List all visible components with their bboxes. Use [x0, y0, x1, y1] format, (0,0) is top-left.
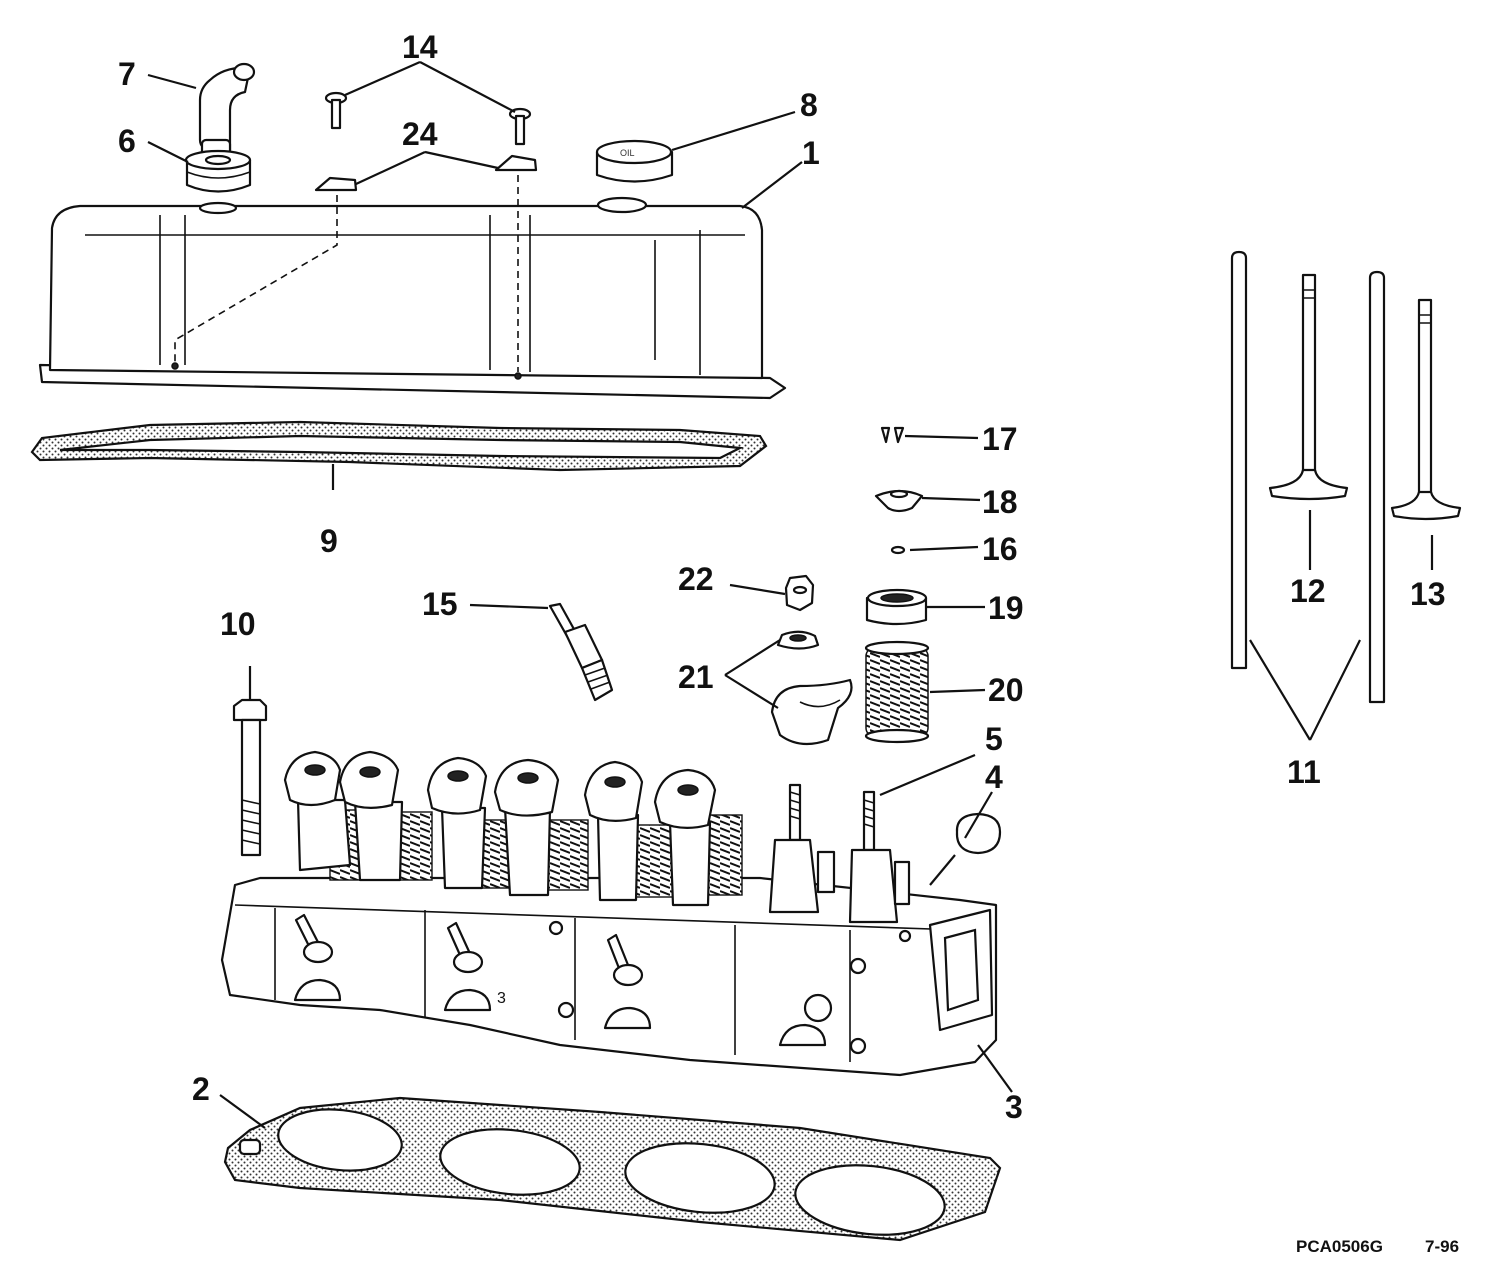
expansion-plug — [955, 812, 1002, 855]
callout-11: 11 — [1287, 754, 1321, 790]
leader-lines — [147, 60, 1434, 1129]
callout-5: 5 — [985, 721, 1003, 757]
callout-7: 7 — [118, 56, 136, 92]
figure-code: PCA0506G — [1296, 1237, 1383, 1256]
rocker-cover — [38, 196, 787, 400]
callout-2: 2 — [192, 1071, 210, 1107]
callout-8: 8 — [800, 87, 818, 123]
valve-stem-seal — [865, 588, 928, 626]
cylinder-head: 3 — [220, 876, 998, 1077]
rocker-arm-assembly — [770, 630, 853, 746]
intake-valve — [1268, 273, 1349, 501]
callout-18: 18 — [982, 484, 1018, 520]
callout-1: 1 — [802, 135, 820, 171]
callout-21: 21 — [678, 659, 714, 695]
valve-keys — [880, 426, 905, 444]
callout-numbers: 1 2 3 4 5 6 7 8 9 10 11 12 13 14 15 16 1… — [118, 29, 1446, 1125]
rocker-pedestal-2 — [338, 750, 433, 882]
oil-fill-cap: OIL — [595, 139, 674, 183]
callout-10: 10 — [220, 606, 256, 642]
callout-6: 6 — [118, 123, 136, 159]
callout-12: 12 — [1290, 573, 1326, 609]
callout-17: 17 — [982, 421, 1018, 457]
rocker-studs — [768, 783, 911, 924]
callout-22: 22 — [678, 561, 714, 597]
push-rods — [1230, 250, 1386, 704]
figure-date: 7-96 — [1425, 1237, 1459, 1256]
callout-20: 20 — [988, 672, 1024, 708]
oil-cap-text: OIL — [620, 148, 635, 158]
callout-9: 9 — [320, 523, 338, 559]
cover-screws — [324, 91, 532, 146]
rocker-nut — [784, 574, 815, 612]
rocker-arms-on-head — [283, 750, 911, 924]
callout-13: 13 — [1410, 576, 1446, 612]
spark-plug — [548, 602, 614, 702]
valve-spring — [864, 640, 930, 744]
exhaust-valve — [1390, 298, 1462, 521]
callout-24: 24 — [402, 116, 438, 152]
grommet — [184, 149, 252, 193]
rocker-pedestal-6 — [653, 768, 743, 907]
clip-dash-line-left — [174, 195, 338, 362]
valve-o-ring — [890, 545, 906, 555]
head-gasket — [223, 1096, 1002, 1242]
head-bolt — [232, 698, 268, 857]
spring-retainer — [874, 489, 924, 513]
rocker-pedestal-5 — [583, 760, 674, 902]
callout-4: 4 — [985, 759, 1003, 795]
callout-15: 15 — [422, 586, 458, 622]
casting-mark: 3 — [497, 990, 506, 1007]
cover-gasket-opening — [59, 434, 744, 460]
callout-14: 14 — [402, 29, 438, 65]
callout-3: 3 — [1005, 1089, 1023, 1125]
rocker-pedestal-4 — [493, 758, 589, 897]
callout-16: 16 — [982, 531, 1018, 567]
pcv-elbow-fitting — [198, 62, 256, 162]
callout-19: 19 — [988, 590, 1024, 626]
cover-clips — [314, 154, 538, 192]
